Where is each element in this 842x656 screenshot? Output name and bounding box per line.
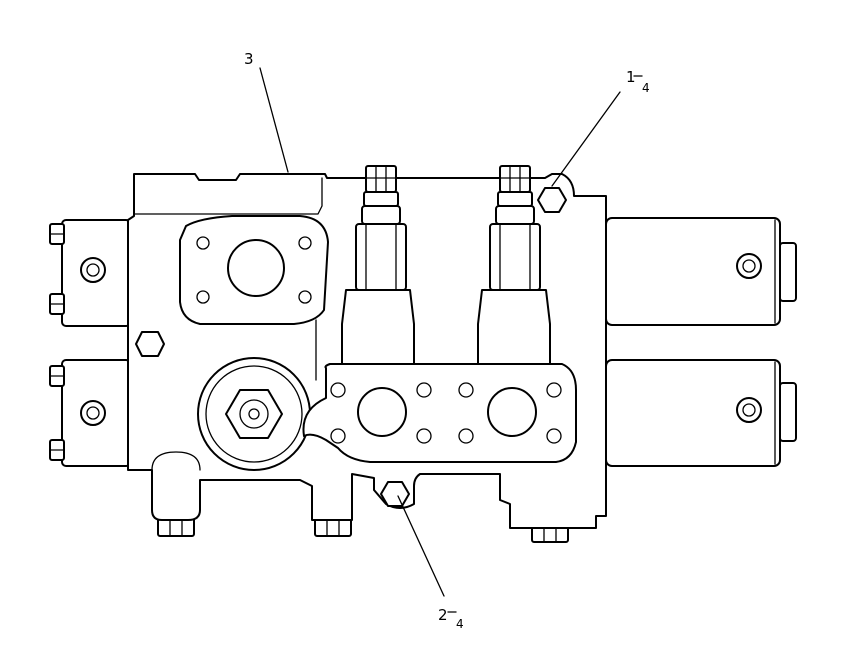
callout-3: 3 (244, 50, 254, 68)
valve-tower-right (477, 165, 551, 369)
leader-line-1-4 (551, 91, 621, 187)
port-plate (302, 363, 577, 463)
hex-plug-bottom (380, 481, 410, 507)
leader-line-3 (259, 67, 289, 173)
right-solenoid-lower (605, 359, 797, 467)
right-solenoid-upper (605, 217, 797, 326)
left-end-cap-lower (49, 359, 131, 467)
callout-2-4: 2 4 (438, 606, 464, 631)
callout-2-4-main: 2 (438, 606, 448, 624)
round-boss (197, 357, 311, 471)
hex-nut-boss (225, 389, 283, 439)
callout-1-4-sub: 4 (642, 81, 650, 95)
valve-tower-left (341, 165, 415, 369)
left-end-cap-upper (49, 219, 131, 327)
leader-line-2-4 (397, 495, 445, 597)
hex-plug-top-right (537, 187, 567, 213)
top-flange (179, 215, 329, 325)
callout-2-4-sub: 4 (456, 617, 464, 631)
hex-plug-left (135, 331, 165, 357)
callout-1-4-main: 1 (626, 68, 636, 86)
callout-1-4: 1 4 (626, 68, 650, 95)
